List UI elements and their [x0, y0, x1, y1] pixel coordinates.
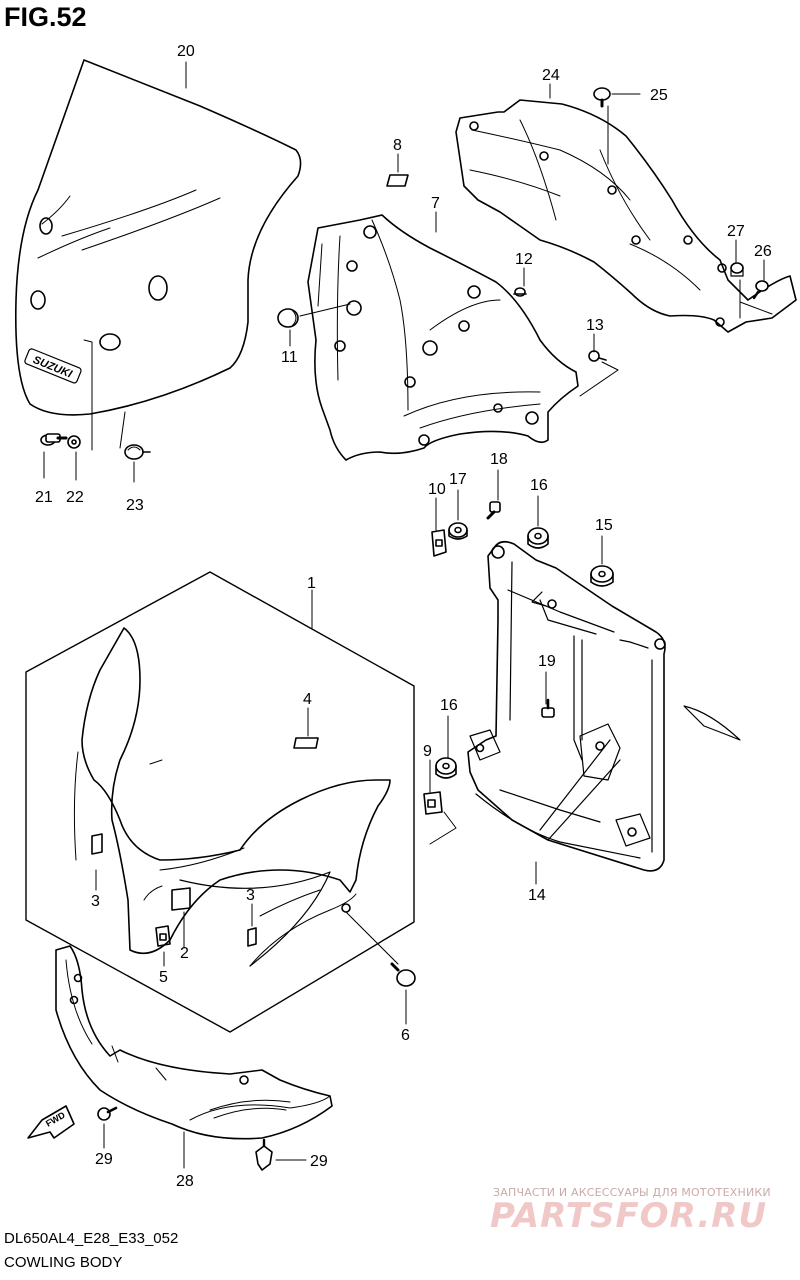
callout-19: 19 — [538, 653, 556, 670]
cushion-15-part[interactable] — [590, 565, 614, 587]
callout-5: 5 — [159, 969, 168, 986]
label-3-left-part[interactable] — [91, 833, 103, 855]
cushion-17-part[interactable] — [448, 522, 468, 540]
watermark-tagline: ЗАПЧАСТИ И АКСЕССУАРЫ ДЛЯ МОТОТЕХНИКИ — [493, 1186, 771, 1199]
lower-cover-28-part[interactable] — [55, 945, 333, 1140]
callout-14: 14 — [528, 887, 546, 904]
label-2-part[interactable] — [171, 887, 191, 911]
label-3-right-part[interactable] — [247, 927, 257, 947]
callout-26: 26 — [754, 243, 772, 260]
nut-23-part[interactable] — [124, 444, 151, 460]
callout-3-left: 3 — [91, 893, 100, 910]
callout-9: 9 — [423, 743, 432, 760]
cushion-16-top-part[interactable] — [527, 527, 549, 549]
nut-10-part[interactable] — [431, 529, 447, 557]
callout-22: 22 — [66, 489, 84, 506]
bolt-25-part[interactable] — [593, 87, 611, 108]
callout-15: 15 — [595, 517, 613, 534]
cowling-body-1-part[interactable] — [25, 571, 415, 1033]
callout-28: 28 — [176, 1173, 194, 1190]
callout-17: 17 — [449, 471, 467, 488]
callout-11: 11 — [281, 349, 298, 366]
callout-24: 24 — [542, 67, 560, 84]
model-code: DL650AL4_E28_E33_052 — [4, 1230, 179, 1247]
callout-29-right: 29 — [310, 1153, 328, 1170]
bolt-18-part[interactable] — [486, 501, 501, 520]
callout-29-left: 29 — [95, 1151, 113, 1168]
screw-6-part[interactable] — [390, 962, 416, 987]
callout-20: 20 — [177, 43, 195, 60]
fwd-arrow-icon — [27, 1105, 75, 1139]
figure-caption: COWLING BODY — [4, 1254, 123, 1271]
screw-29-right-part[interactable] — [255, 1138, 273, 1171]
screw-29-left-part[interactable] — [97, 1106, 118, 1121]
callout-27: 27 — [727, 223, 745, 240]
windscreen-brand-text: SUZUKI — [31, 354, 74, 381]
screw-26-part[interactable] — [752, 280, 769, 300]
screw-21-part[interactable] — [40, 433, 68, 446]
bolt-19-part[interactable] — [541, 698, 555, 718]
callout-16-top: 16 — [530, 477, 548, 494]
callout-25: 25 — [650, 87, 668, 104]
callout-18: 18 — [490, 451, 508, 468]
windscreen-part[interactable]: SUZUKI — [14, 59, 302, 416]
callout-23: 23 — [126, 497, 144, 514]
figure-title: FIG.52 — [4, 2, 87, 32]
callout-12: 12 — [515, 251, 533, 268]
cover-24-part[interactable] — [455, 99, 797, 333]
grommet-11-part[interactable] — [277, 308, 299, 328]
label-4-part[interactable] — [293, 737, 319, 749]
callout-4: 4 — [303, 691, 312, 708]
callout-2: 2 — [180, 945, 189, 962]
bracket-14-part[interactable] — [467, 540, 741, 872]
nut-9-part[interactable] — [423, 791, 443, 815]
callout-3-right: 3 — [246, 887, 255, 904]
label-8-part[interactable] — [386, 174, 409, 187]
callout-1: 1 — [307, 575, 316, 592]
screw-13-part[interactable] — [588, 350, 607, 362]
cushion-16-left-part[interactable] — [435, 757, 457, 779]
callout-10: 10 — [428, 481, 446, 498]
washer-22-part[interactable] — [67, 435, 81, 449]
bolt-12-part[interactable] — [513, 287, 527, 297]
leader-lines — [43, 61, 765, 1169]
nut-27-part[interactable] — [730, 262, 744, 277]
callout-6: 6 — [401, 1027, 410, 1044]
watermark-logo: PARTSFOR.RU — [490, 1196, 768, 1236]
callout-7: 7 — [431, 195, 440, 212]
callout-8: 8 — [393, 137, 402, 154]
nut-5-part[interactable] — [155, 925, 171, 947]
callout-13: 13 — [586, 317, 604, 334]
callout-21: 21 — [35, 489, 53, 506]
callout-16-left: 16 — [440, 697, 458, 714]
inner-cover-7-part[interactable] — [307, 214, 579, 461]
